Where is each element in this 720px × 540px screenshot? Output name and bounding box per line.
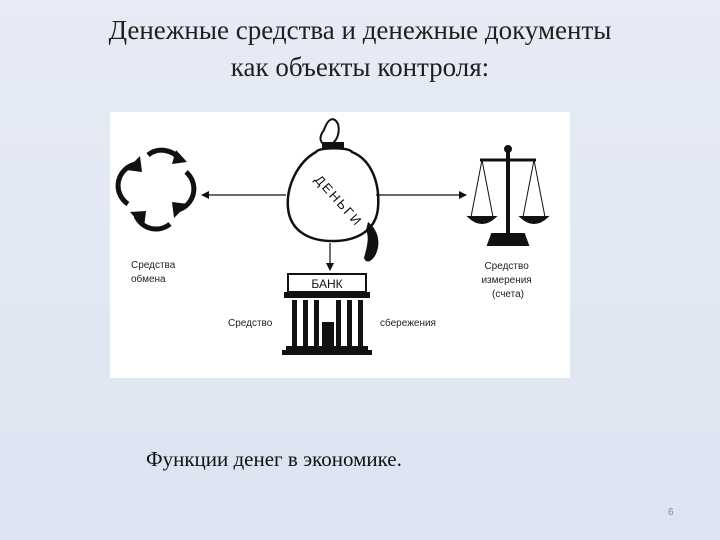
bank-label: БАНК [311, 277, 342, 291]
page-number: 6 [668, 507, 674, 518]
slide-title: Денежные средства и денежные документы к… [0, 12, 720, 86]
savings-label-right: сбережения [380, 317, 436, 329]
exchange-label-line-2: обмена [131, 273, 166, 285]
measure-label-line-2: измерения [481, 275, 531, 286]
slide-caption: Функции денег в экономике. [146, 447, 402, 471]
savings-label-left: Средство [228, 318, 273, 329]
measure-label-line-1: Средство [484, 261, 529, 272]
exchange-label-line-1: Средства [131, 260, 176, 271]
scales-icon [466, 145, 550, 246]
exchange-cycle-icon [115, 147, 197, 232]
slide-title-line-1: Денежные средства и денежные документы [108, 15, 612, 45]
money-functions-diagram: ДЕНЬГИ БАНК [110, 112, 570, 378]
slide-title-line-2: как объекты контроля: [230, 52, 490, 82]
exchange-label: Средства обмена [131, 260, 178, 285]
measure-label: Средство измерения (счета) [481, 261, 534, 300]
bank-building-icon: БАНК [282, 273, 372, 355]
money-bag-icon: ДЕНЬГИ [286, 118, 380, 262]
measure-label-line-3: (счета) [492, 289, 524, 300]
